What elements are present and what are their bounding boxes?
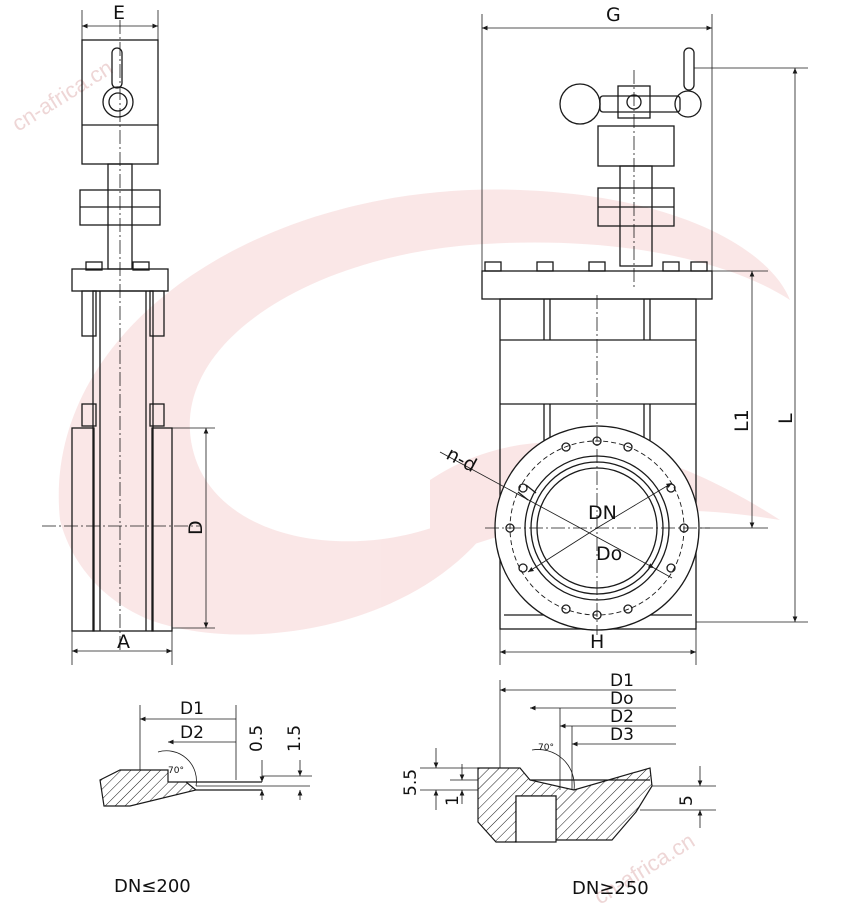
small-dim-0.5: 0.5 [247,725,267,752]
large-dim-5.5: 5.5 [401,769,421,796]
large-dim-1: 1 [443,795,463,806]
side-view: E D A [42,2,215,665]
small-caption: DN≤200 [114,876,191,897]
detail-large-flange: D1 Do D2 D3 70° 5.5 1 5 DN≥250 [401,671,716,899]
dim-L1-label: L1 [731,409,753,432]
large-angle-label: 70° [538,743,554,753]
large-Do-label: Do [610,689,634,709]
small-angle-label: 70° [168,766,184,776]
large-D1-label: D1 [610,671,634,691]
label-Do: Do [596,543,622,565]
watermark-top: cn-africa.cn [7,55,117,136]
large-D2-label: D2 [610,707,634,727]
large-dim-5: 5 [677,795,697,806]
small-dim-1.5: 1.5 [285,725,305,752]
small-D1-label: D1 [180,699,204,719]
large-caption: DN≥250 [572,878,649,899]
large-D3-label: D3 [610,725,634,745]
dim-E-label: E [113,2,125,24]
dim-L-label: L [775,413,797,424]
dim-H-label: H [590,631,604,653]
label-DN: DN [588,502,617,524]
small-D2-label: D2 [180,723,204,743]
dim-A-label: A [117,631,130,653]
front-view: n-d DN Do G H L L1 [439,4,808,665]
detail-small-flange: D1 D2 70° 0.5 1.5 DN≤200 [99,699,312,897]
dim-G-label: G [606,4,621,26]
dim-D-label: D [185,520,207,535]
